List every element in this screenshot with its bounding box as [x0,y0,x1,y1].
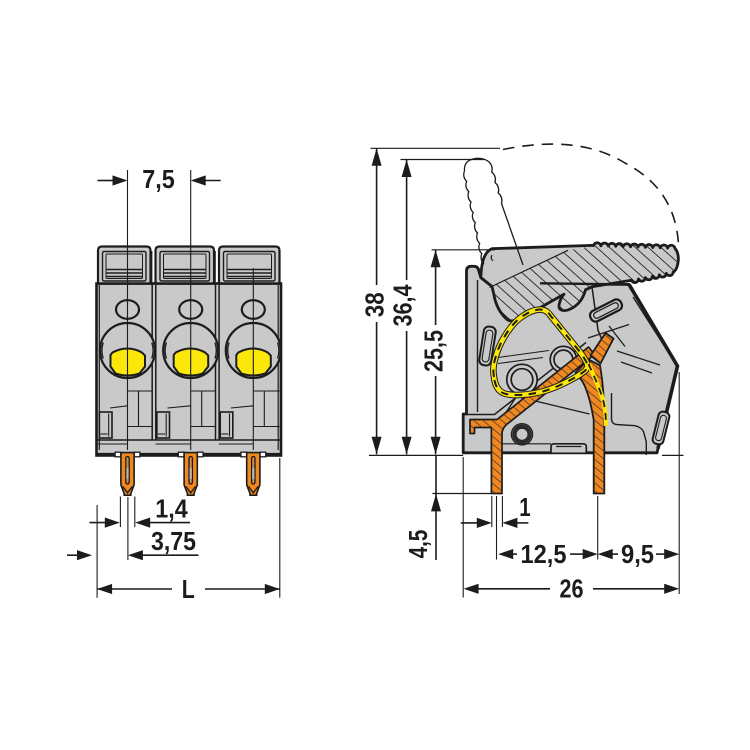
svg-text:1: 1 [519,494,530,522]
svg-text:12,5: 12,5 [521,541,567,569]
svg-text:7,5: 7,5 [142,166,175,194]
svg-text:3,75: 3,75 [151,528,196,556]
svg-text:L: L [182,576,195,604]
svg-text:1,4: 1,4 [155,496,188,524]
svg-text:38: 38 [361,292,389,317]
svg-text:26: 26 [560,575,584,603]
svg-text:9,5: 9,5 [621,541,654,569]
svg-text:36,4: 36,4 [390,284,418,327]
svg-text:25,5: 25,5 [421,330,449,372]
svg-text:4,5: 4,5 [405,530,433,559]
